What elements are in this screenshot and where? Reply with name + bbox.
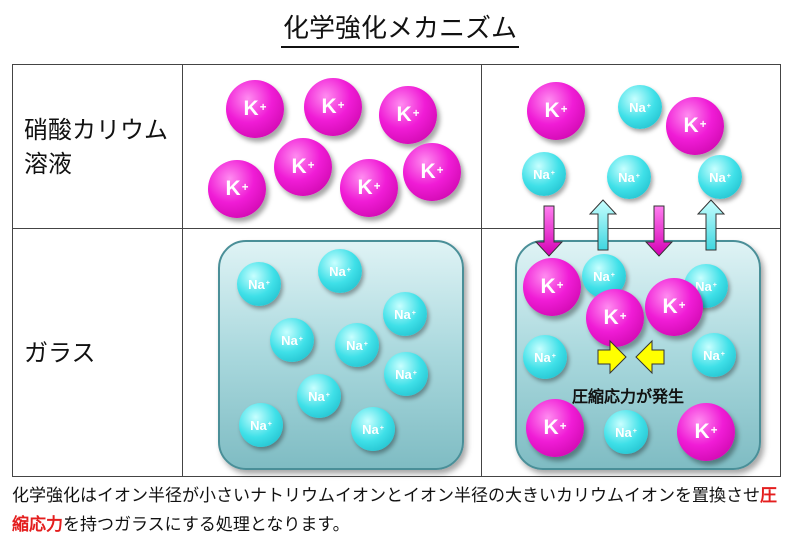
table-right-border: [780, 64, 781, 477]
na-ion: Na+: [237, 262, 281, 306]
na-ion: Na+: [335, 323, 379, 367]
na-ion: Na+: [383, 292, 427, 336]
table-top-border: [12, 64, 781, 65]
na-ion: Na+: [618, 85, 662, 129]
na-ion: Na+: [523, 335, 567, 379]
k-ion: K+: [523, 258, 581, 316]
page-title: 化学強化メカニズム: [0, 8, 800, 48]
arrow-up-icon-2: [696, 199, 726, 251]
table-col-divider-2: [481, 64, 482, 477]
k-ion: K+: [304, 78, 362, 136]
k-ion: K+: [340, 159, 398, 217]
table-left-border: [12, 64, 13, 477]
na-ion: Na+: [698, 155, 742, 199]
caption-part1: 化学強化はイオン半径が小さいナトリウムイオンとイオン半径の大きいカリウムイオンを…: [12, 486, 760, 506]
caption-part2: を持つガラスにする処理となります。: [63, 515, 350, 535]
k-ion: K+: [274, 138, 332, 196]
na-ion: Na+: [607, 155, 651, 199]
k-ion: K+: [379, 86, 437, 144]
row-label-solution: 硝酸カリウム 溶液: [24, 113, 168, 181]
row-label-solution-line2: 溶液: [24, 150, 72, 178]
na-ion: Na+: [318, 249, 362, 293]
caption-text: 化学強化はイオン半径が小さいナトリウムイオンとイオン半径の大きいカリウムイオンを…: [12, 482, 792, 540]
row-label-solution-line1: 硝酸カリウム: [24, 116, 168, 144]
k-ion: K+: [666, 97, 724, 155]
na-ion: Na+: [297, 374, 341, 418]
row-label-glass: ガラス: [24, 339, 96, 367]
arrow-right-icon: [597, 339, 627, 375]
arrow-down-icon-2: [644, 205, 674, 257]
na-ion: Na+: [692, 333, 736, 377]
na-ion: Na+: [239, 403, 283, 447]
arrow-down-icon-1: [534, 205, 564, 257]
arrow-left-icon: [635, 339, 665, 375]
k-ion: K+: [526, 399, 584, 457]
table-bottom-border: [12, 476, 781, 477]
k-ion: K+: [403, 143, 461, 201]
caption-highlight: 圧縮応力: [12, 486, 777, 535]
k-ion: K+: [586, 289, 644, 347]
arrow-up-icon-1: [588, 199, 618, 251]
k-ion: K+: [645, 278, 703, 336]
table-middle-border: [12, 228, 781, 229]
k-ion: K+: [208, 160, 266, 218]
na-ion: Na+: [270, 318, 314, 362]
compressive-stress-label: 圧縮応力が発生: [572, 387, 685, 406]
k-ion: K+: [226, 80, 284, 138]
na-ion: Na+: [351, 407, 395, 451]
na-ion: Na+: [384, 352, 428, 396]
na-ion: Na+: [604, 410, 648, 454]
k-ion: K+: [677, 403, 735, 461]
na-ion: Na+: [522, 152, 566, 196]
table-col-divider-1: [182, 64, 183, 477]
k-ion: K+: [527, 82, 585, 140]
